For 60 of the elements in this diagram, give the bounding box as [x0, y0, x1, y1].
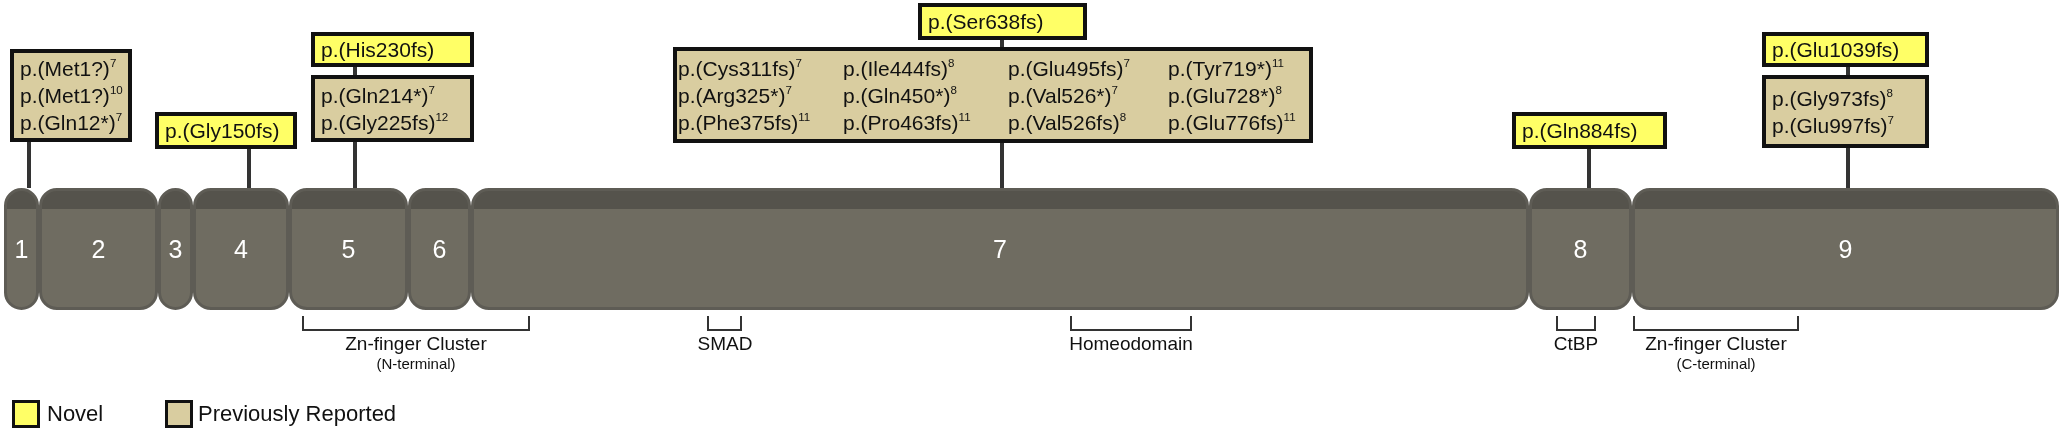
mutation-label: p.(Tyr719*)$^{11}$ [1168, 55, 1285, 82]
mutation-label: p.(Gln884fs) [1522, 118, 1639, 144]
exon-block: 3 [158, 188, 193, 310]
callout-box [1762, 32, 1929, 67]
callout-box [10, 49, 132, 142]
callout-box [311, 75, 474, 142]
callout-box [673, 47, 1313, 143]
leader-line [27, 142, 31, 188]
domain-sublabel: (C-terminal) [1676, 355, 1756, 372]
mutation-label: p.(Met1?)$^{10}$ [20, 83, 122, 109]
mutation-label: p.(Arg325*)$^{7}$ [678, 82, 793, 109]
mutation-label: p.(Glu1039fs) [1772, 37, 1901, 63]
mutation-label: p.(Gln12*)$^{7}$ [20, 110, 122, 136]
exon-block: 4 [193, 188, 289, 310]
mutation-label: p.(Gly973fs)$^{8}$ [1772, 85, 1894, 112]
mutation-label: p.(Gln214*)$^{7}$ [321, 82, 436, 109]
mutation-label: p.(Ile444fs)$^{8}$ [843, 55, 956, 82]
leader-line [1000, 143, 1004, 188]
mutation-label: p.(Cys311fs)$^{7}$ [678, 55, 803, 82]
exon-block: 5 [289, 188, 408, 310]
mutation-label: p.(Phe375fs)$^{11}$ [678, 109, 812, 136]
mutation-label: p.(Glu997fs)$^{7}$ [1772, 112, 1895, 139]
callout-box [311, 32, 474, 67]
domain-label: Zn-finger Cluster [345, 333, 487, 355]
leader-line [1846, 67, 1850, 75]
mutation-label: p.(Glu728*)$^{8}$ [1168, 82, 1283, 109]
exon-block: 8 [1529, 188, 1632, 310]
domain-label: Homeodomain [1069, 333, 1193, 355]
exon-block: 6 [408, 188, 471, 310]
callout-box [1512, 112, 1667, 149]
mutation-label: p.(Glu495fs)$^{7}$ [1008, 55, 1131, 82]
leader-line [353, 142, 357, 188]
mutation-label: p.(Gln450*)$^{8}$ [843, 82, 958, 109]
callout-box [155, 112, 297, 149]
domain-label: CtBP [1553, 333, 1599, 355]
domain-label: SMAD [697, 333, 753, 355]
callout-box [918, 3, 1087, 40]
leader-line [247, 149, 251, 188]
exon-block: 2 [39, 188, 158, 310]
mutation-label: p.(Glu776fs)$^{11}$ [1168, 109, 1297, 136]
legend-label: Novel [47, 401, 104, 427]
exon-block: 9 [1632, 188, 2059, 310]
mutation-label: p.(Gly150fs) [165, 118, 281, 144]
leader-line [1587, 149, 1591, 188]
leader-line [1000, 40, 1004, 47]
leader-line [353, 67, 357, 75]
mutation-label: p.(Val526*)$^{7}$ [1008, 82, 1119, 109]
callout-box [1762, 75, 1929, 148]
mutation-label: p.(Gly225fs)$^{12}$ [321, 109, 450, 136]
legend-label: Previously Reported [198, 401, 397, 427]
domain-sublabel: (N-terminal) [376, 355, 456, 372]
mutation-label: p.(Pro463fs)$^{11}$ [843, 109, 972, 136]
exon-block: 7 [471, 188, 1529, 310]
mutation-label: p.(Val526fs)$^{8}$ [1008, 109, 1128, 136]
mutation-label: p.(Met1?)$^{7}$ [20, 56, 118, 82]
mutation-label: p.(Ser638fs) [928, 9, 1045, 35]
domain-label: Zn-finger Cluster [1645, 333, 1787, 355]
leader-line [1846, 148, 1850, 188]
mutation-label: p.(His230fs) [321, 37, 436, 63]
exon-block: 1 [4, 188, 39, 310]
